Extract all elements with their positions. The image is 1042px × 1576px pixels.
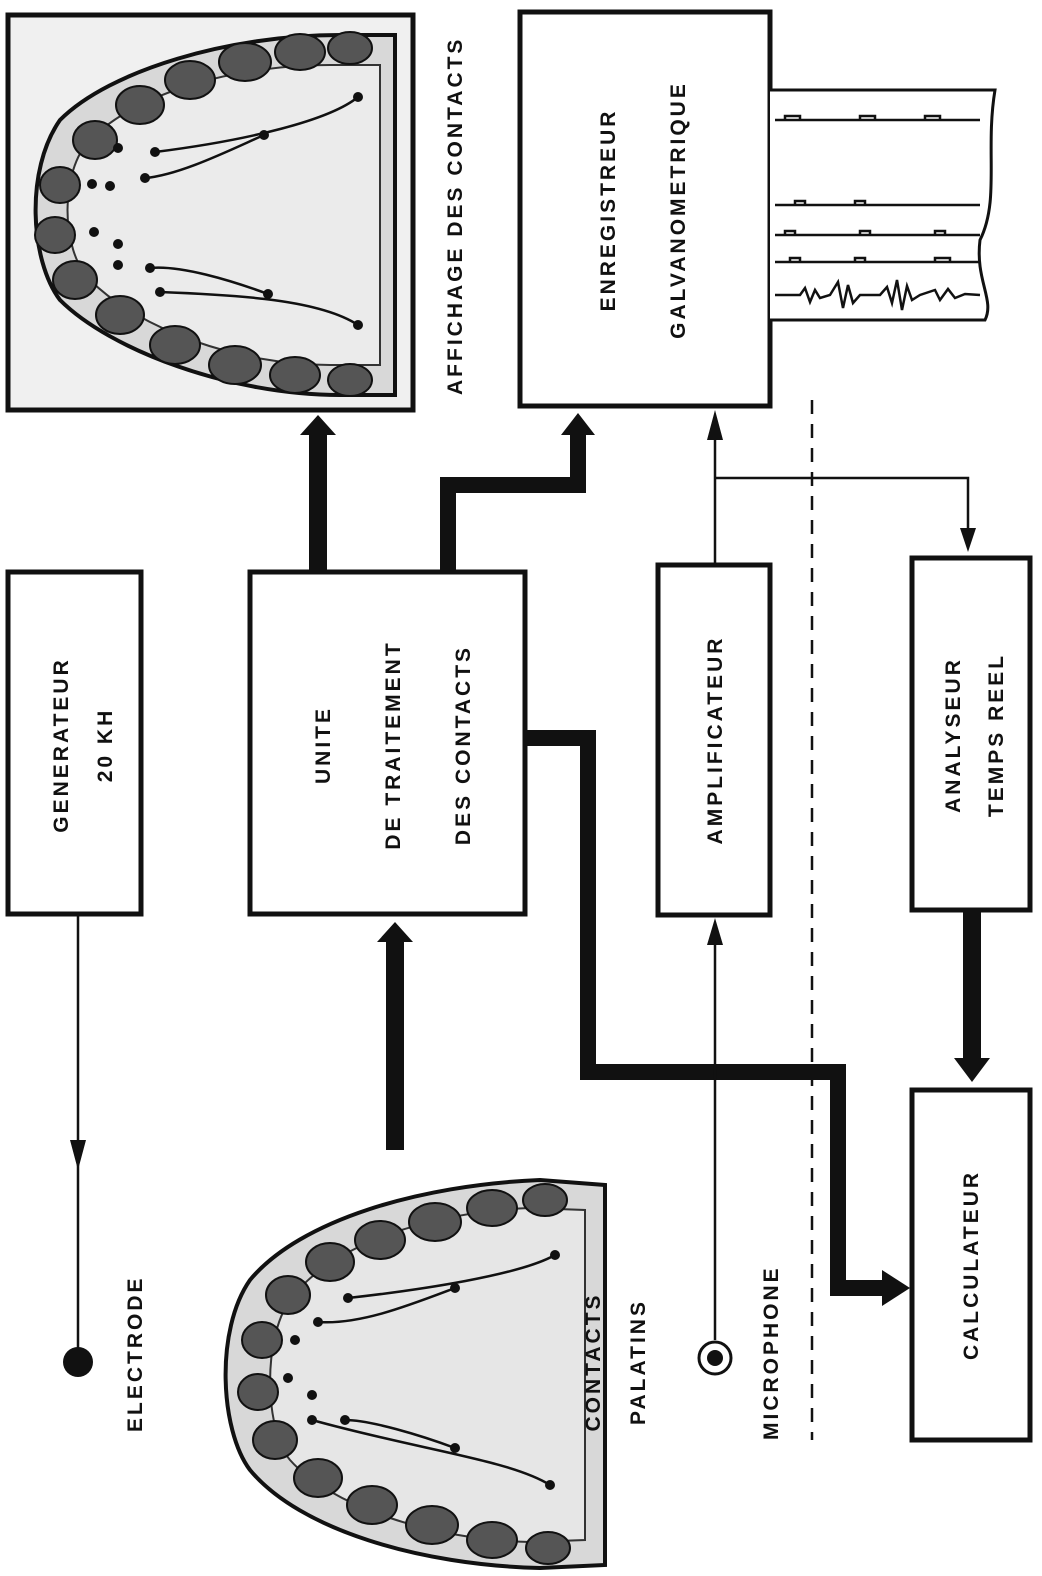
calculator-box [909, 1087, 1033, 1443]
palatal-contacts-photo [223, 1177, 607, 1571]
unit-label-1: UNITE [312, 706, 335, 784]
microphone-label: MICROPHONE [760, 1265, 783, 1440]
realtime-analyzer-box [909, 555, 1033, 913]
palate-label-2: PALATINS [627, 1299, 650, 1425]
recorder-chart-paper [770, 88, 997, 322]
contact-display-photo [5, 12, 416, 413]
recorder-label-1: ENREGISTREUR [597, 109, 620, 312]
display-label: AFFICHAGE DES CONTACTS [444, 37, 467, 395]
generator-label-1: GENERATEUR [50, 657, 73, 832]
unit-label-3: DES CONTACTS [452, 645, 475, 845]
analyzer-label-1: ANALYSEUR [942, 657, 965, 813]
recorder-label-2: GALVANOMETRIQUE [667, 81, 690, 339]
amplifier-box [655, 562, 773, 918]
unit-label-2: DE TRAITEMENT [382, 640, 405, 849]
thin-signal-lines [63, 410, 976, 1377]
analyzer-label-2: TEMPS REEL [985, 653, 1008, 817]
generator-box [5, 569, 144, 917]
generator-label-2: 20 KH [94, 708, 117, 783]
contact-processing-unit-box [247, 569, 528, 917]
amplifier-label: AMPLIFICATEUR [704, 636, 727, 845]
palate-label-1: CONTACTS [582, 1292, 605, 1431]
calculator-label: CALCULATEUR [960, 1170, 983, 1360]
recorder-box [517, 9, 773, 409]
electrode-label: ELECTRODE [124, 1275, 147, 1432]
thick-connection-buses [300, 413, 990, 1306]
